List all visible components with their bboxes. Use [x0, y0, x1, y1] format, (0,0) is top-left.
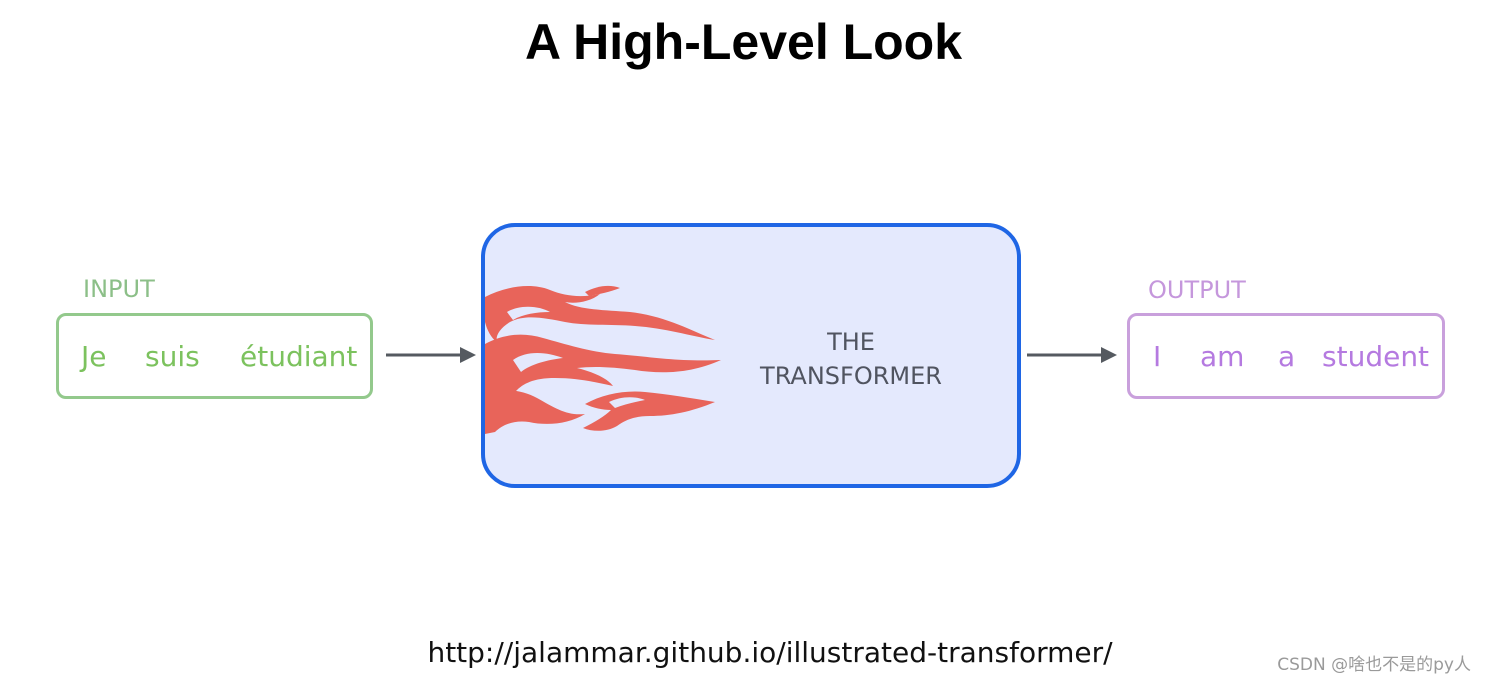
input-label: INPUT	[83, 275, 155, 303]
flame-icon	[485, 285, 721, 434]
arrow-right-icon	[386, 347, 476, 363]
input-token: Je	[81, 340, 107, 373]
input-token: étudiant	[240, 340, 358, 373]
output-box: I am a student	[1127, 313, 1445, 399]
output-token: a	[1278, 340, 1296, 373]
input-token: suis	[145, 340, 200, 373]
watermark: CSDN @啥也不是的py人	[1277, 655, 1471, 675]
transformer-label-line2: TRANSFORMER	[760, 362, 942, 390]
output-token: am	[1200, 340, 1245, 373]
transformer-box: THE TRANSFORMER	[481, 223, 1021, 488]
output-token: student	[1322, 340, 1430, 373]
source-url: http://jalammar.github.io/illustrated-tr…	[427, 636, 1113, 669]
arrow-right-icon	[1027, 347, 1117, 363]
transformer-label-line1: THE	[827, 328, 875, 356]
output-label: OUTPUT	[1148, 276, 1246, 304]
transformer-label: THE TRANSFORMER	[743, 325, 959, 393]
output-token: I	[1153, 340, 1162, 373]
input-box: Je suis étudiant	[56, 313, 373, 399]
page-title: A High-Level Look	[524, 14, 963, 70]
